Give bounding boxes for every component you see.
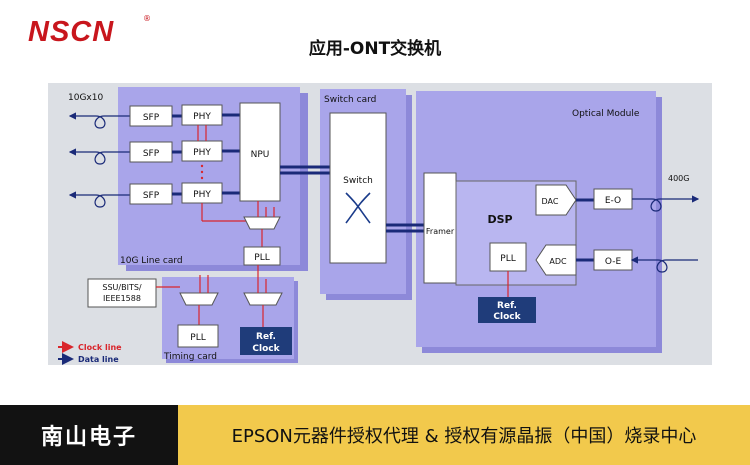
sfp-phy-links xyxy=(172,114,182,196)
legend: Clock line Data line xyxy=(58,341,122,365)
timing-pll-box xyxy=(177,324,219,348)
ref-clock-optical-line-2: Clock xyxy=(493,312,521,322)
ref-clock-optical-box xyxy=(478,297,536,323)
npu-switch-links xyxy=(280,165,330,175)
fiber-link-1 xyxy=(68,112,130,129)
dsp-pll-label: PLL xyxy=(500,254,515,264)
line-card-label: 10G Line card xyxy=(120,256,183,266)
port-group-label: 10Gx10 xyxy=(68,93,103,103)
ont-switch-diagram: 10G Line card 10Gx10 Switch card Optical… xyxy=(48,83,712,365)
phy-label-2: PHY xyxy=(193,148,211,158)
dac-box xyxy=(535,184,577,216)
fiber-links-left xyxy=(68,112,130,208)
switch-label: Switch xyxy=(343,176,373,186)
timing-pll-label: PLL xyxy=(190,333,205,343)
legend-data-label: Data line xyxy=(78,355,119,364)
ssu-bits-line-1: SSU/BITS/ xyxy=(102,283,142,292)
line-card-pll-label: PLL xyxy=(254,253,269,263)
eo-label: E-O xyxy=(605,196,621,206)
fiber-link-3 xyxy=(68,191,130,208)
sfp-label-1: SFP xyxy=(143,113,160,123)
nscn-logo: NSCN xyxy=(28,16,115,48)
footer-company: 南山电子 xyxy=(0,405,178,465)
framer-label: Framer xyxy=(426,227,455,236)
line-card-clock-mux xyxy=(243,216,281,230)
adc-box xyxy=(535,244,577,276)
ref-clock-timing-line-2: Clock xyxy=(252,344,280,354)
fiber-link-out xyxy=(632,195,700,212)
diagram-canvas: 10G Line card 10Gx10 Switch card Optical… xyxy=(48,83,712,365)
switch-card-label: Switch card xyxy=(324,95,376,105)
timing-mux-left xyxy=(179,292,219,306)
fiber-link-2 xyxy=(68,148,130,165)
ref-clock-timing-box xyxy=(240,327,292,355)
sfp-label-3: SFP xyxy=(143,191,160,201)
line-card-pll-box xyxy=(243,246,281,266)
phy-label-3: PHY xyxy=(193,190,211,200)
timing-mux-right xyxy=(243,292,283,306)
registered-mark: ® xyxy=(143,14,151,23)
footer-banner: 南山电子 EPSON元器件授权代理 & 授权有源晶振（中国）烧录中心 xyxy=(0,405,750,465)
adc-label: ADC xyxy=(549,257,567,266)
ssu-bits-line-2: IEEE1588 xyxy=(103,294,141,303)
ref-clock-timing-line-1: Ref. xyxy=(256,332,276,342)
switch-framer-links xyxy=(386,223,424,233)
phy-dot-1 xyxy=(200,164,204,168)
npu-box xyxy=(239,102,281,202)
timing-clock-lines xyxy=(156,265,267,327)
converter-links xyxy=(576,198,594,262)
oe-label: O-E xyxy=(605,257,622,267)
dac-label: DAC xyxy=(542,197,559,206)
dsp-label: DSP xyxy=(487,213,512,226)
line-card-clock-lines xyxy=(257,201,275,247)
footer-slogan: EPSON元器件授权代理 & 授权有源晶振（中国）烧录中心 xyxy=(178,405,750,465)
fiber-link-in xyxy=(630,256,698,273)
ssu-bits-box xyxy=(87,278,157,308)
framer-box xyxy=(423,172,457,284)
fiber-links-right xyxy=(630,195,700,273)
phy-dot-2 xyxy=(200,170,204,174)
npu-label: NPU xyxy=(251,150,270,160)
switch-box xyxy=(329,112,387,264)
phy-clock-dots xyxy=(200,164,204,180)
page-title: 应用-ONT交换机 xyxy=(308,39,442,59)
phy-label-1: PHY xyxy=(193,112,211,122)
legend-clock-label: Clock line xyxy=(78,343,122,352)
rate-label: 400G xyxy=(668,174,689,183)
switch-cross-icon xyxy=(345,192,371,224)
sfp-label-2: SFP xyxy=(143,149,160,159)
optical-module-label: Optical Module xyxy=(572,109,640,119)
phy-npu-links xyxy=(222,113,240,195)
ref-clock-optical-line-1: Ref. xyxy=(497,301,517,311)
phy-dot-3 xyxy=(200,176,204,180)
timing-card-label: Timing card xyxy=(163,352,217,362)
